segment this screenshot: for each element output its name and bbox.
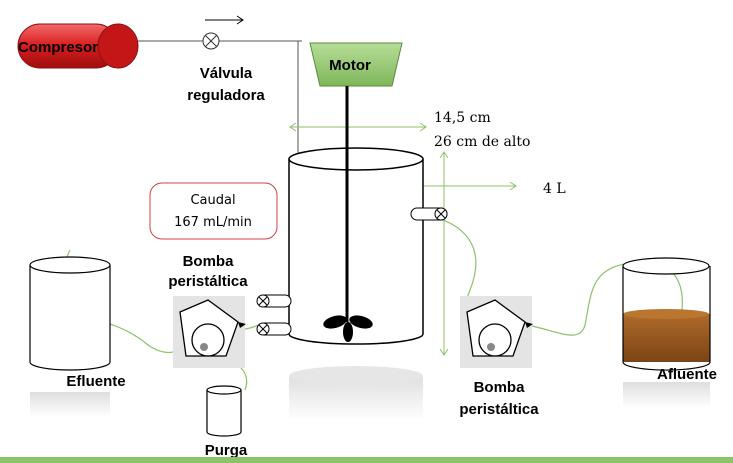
regulating-valve: Válvula reguladora (187, 32, 265, 104)
port-valve-upper-left (256, 294, 292, 308)
effluent-tank: Efluente (29, 256, 126, 417)
footer-bar (0, 457, 733, 463)
flow-value: 167 mL/min (174, 215, 252, 230)
impeller (323, 86, 373, 342)
height-arrow (439, 151, 449, 356)
influent-label: Afluente (657, 366, 717, 383)
reactor-vessel (288, 147, 424, 420)
pump-right-label-line2: peristáltica (459, 401, 539, 418)
height-label: 26 cm de alto (434, 134, 530, 150)
flow-title: Caudal (190, 193, 235, 208)
flow-box: Caudal 167 mL/min (149, 182, 278, 240)
compressor-label: Compresor (18, 39, 98, 56)
purge-container: Purga (205, 385, 248, 459)
pump-left-label-line1: Bomba (183, 253, 234, 270)
valve-label-line1: Válvula (200, 65, 253, 82)
volume-label: 4 L (543, 181, 566, 197)
diameter-arrow (289, 122, 427, 132)
port-valve-right (410, 207, 448, 221)
pump-right: Bomba peristáltica (459, 296, 539, 418)
effluent-label: Efluente (66, 373, 125, 390)
pump-left-label-line2: peristáltica (168, 273, 248, 290)
motor: Motor (309, 42, 403, 87)
motor-label: Motor (329, 57, 371, 74)
pump-left: Bomba peristáltica (168, 253, 248, 368)
valve-label-line2: reguladora (187, 87, 265, 104)
influent-tank: Afluente (622, 257, 717, 408)
purge-label: Purga (205, 442, 248, 459)
compressor: Compresor (17, 23, 139, 69)
port-valve-lower-left (256, 322, 292, 336)
pump-right-label-line1: Bomba (474, 379, 525, 396)
diameter-label: 14,5 cm (434, 110, 491, 126)
